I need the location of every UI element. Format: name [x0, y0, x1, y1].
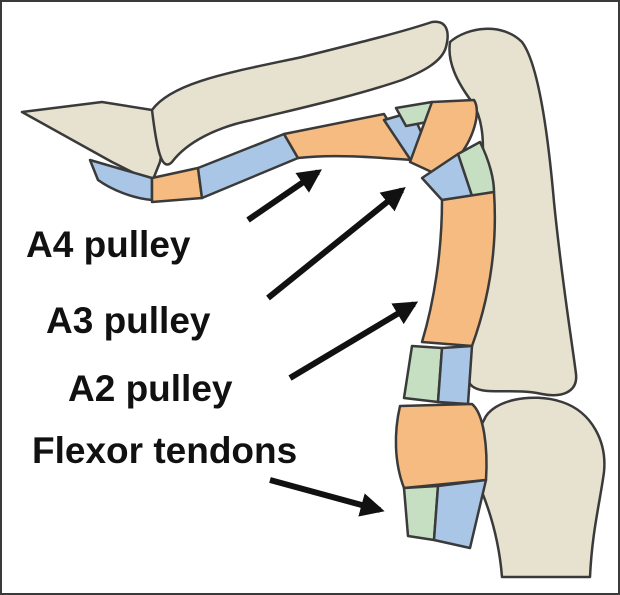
- flexor-arrow: [269, 477, 385, 517]
- tendon-a2-green: [402, 344, 444, 404]
- metacarpal-head: [474, 396, 606, 579]
- distal-phalanx: [20, 100, 164, 184]
- tendon-middle-blue: [196, 132, 300, 200]
- flexor-tendon-green: [402, 484, 440, 542]
- flexor-tendons-base: [402, 478, 488, 550]
- a2-arrow: [288, 301, 419, 381]
- a2-pulley-label: A2 pulley: [68, 368, 233, 409]
- flexor-tendon-blue: [432, 478, 488, 550]
- a1-pulley: [394, 402, 488, 490]
- a5-pulley: [150, 166, 204, 204]
- tendon-a2-blue: [436, 344, 474, 406]
- flexor-tendons-label: Flexor tendons: [32, 430, 298, 471]
- a3-arrow: [266, 186, 406, 301]
- tendons-a2-lower: [402, 344, 474, 406]
- a4-arrow: [246, 169, 322, 223]
- a3-pulley-label: A3 pulley: [46, 300, 211, 341]
- tendons-distal: [88, 132, 300, 204]
- middle-phalanx: [150, 20, 449, 166]
- a4-pulley-label: A4 pulley: [26, 224, 191, 265]
- arrows: [246, 169, 419, 517]
